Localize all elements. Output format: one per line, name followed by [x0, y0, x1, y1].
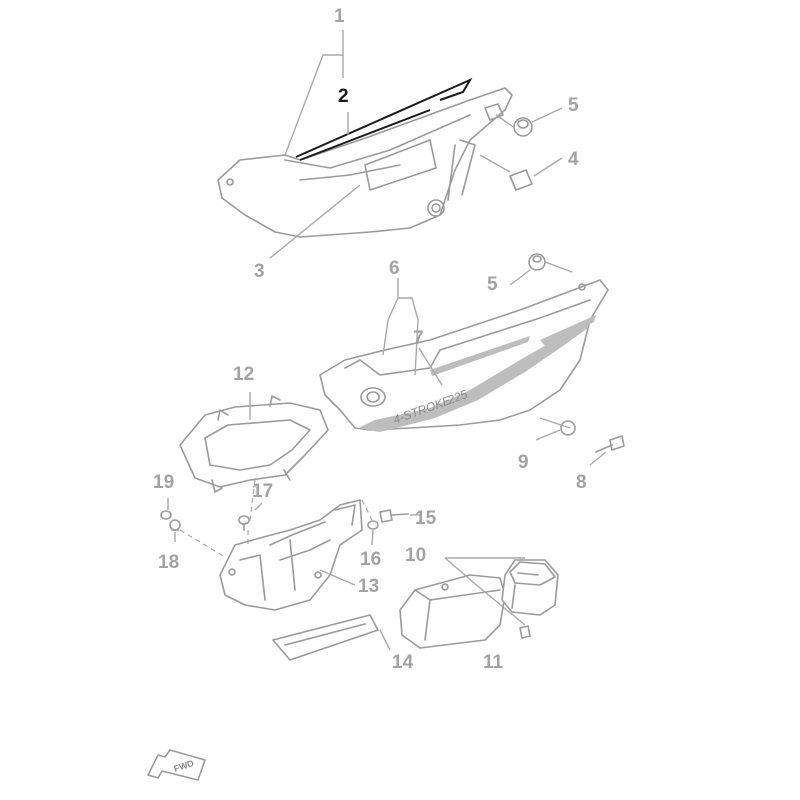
callout-15: 15 — [415, 508, 437, 529]
screw-11 — [519, 625, 531, 639]
grommet-upper — [513, 117, 533, 137]
callout-13: 13 — [358, 576, 379, 597]
callout-16: 16 — [360, 549, 381, 570]
decal-model: 225 — [445, 387, 470, 407]
grommet-lower — [528, 253, 546, 271]
grommet-18 — [169, 519, 181, 531]
callout-14: 14 — [392, 652, 414, 673]
callout-6: 6 — [389, 258, 400, 279]
callout-18: 18 — [158, 552, 179, 573]
callout-11: 11 — [483, 652, 504, 673]
callout-1: 1 — [334, 6, 345, 27]
bracket-12 — [179, 395, 329, 493]
tool-tray-13 — [219, 499, 363, 611]
fwd-arrow-icon: FWD — [147, 749, 206, 781]
bolt-15 — [379, 509, 409, 523]
callout-5-lower: 5 — [487, 274, 498, 295]
callout-9: 9 — [518, 452, 529, 473]
mat-14 — [272, 614, 379, 661]
upper-decal-strip — [295, 77, 473, 161]
callout-10: 10 — [405, 545, 426, 566]
upper-side-cover — [217, 87, 513, 238]
callout-17: 17 — [252, 481, 273, 502]
callout-12: 12 — [233, 364, 254, 385]
clip-16 — [367, 520, 379, 530]
callout-2: 2 — [338, 86, 349, 107]
rivet-17 — [238, 515, 250, 531]
callout-3: 3 — [254, 261, 265, 282]
lower-decal-stripe: 4-STROKE 225 — [358, 315, 596, 432]
callout-5-upper: 5 — [568, 95, 579, 116]
screw-8 — [595, 435, 625, 453]
lower-side-cover — [319, 279, 609, 431]
tool-box-cap-10 — [501, 559, 559, 616]
callout-19: 19 — [153, 472, 174, 493]
callout-8: 8 — [576, 472, 587, 493]
tool-box-10 — [399, 574, 506, 649]
collar-4 — [509, 169, 533, 191]
nut-19 — [160, 510, 172, 520]
callout-4: 4 — [568, 149, 579, 170]
callout-7: 7 — [413, 328, 424, 349]
